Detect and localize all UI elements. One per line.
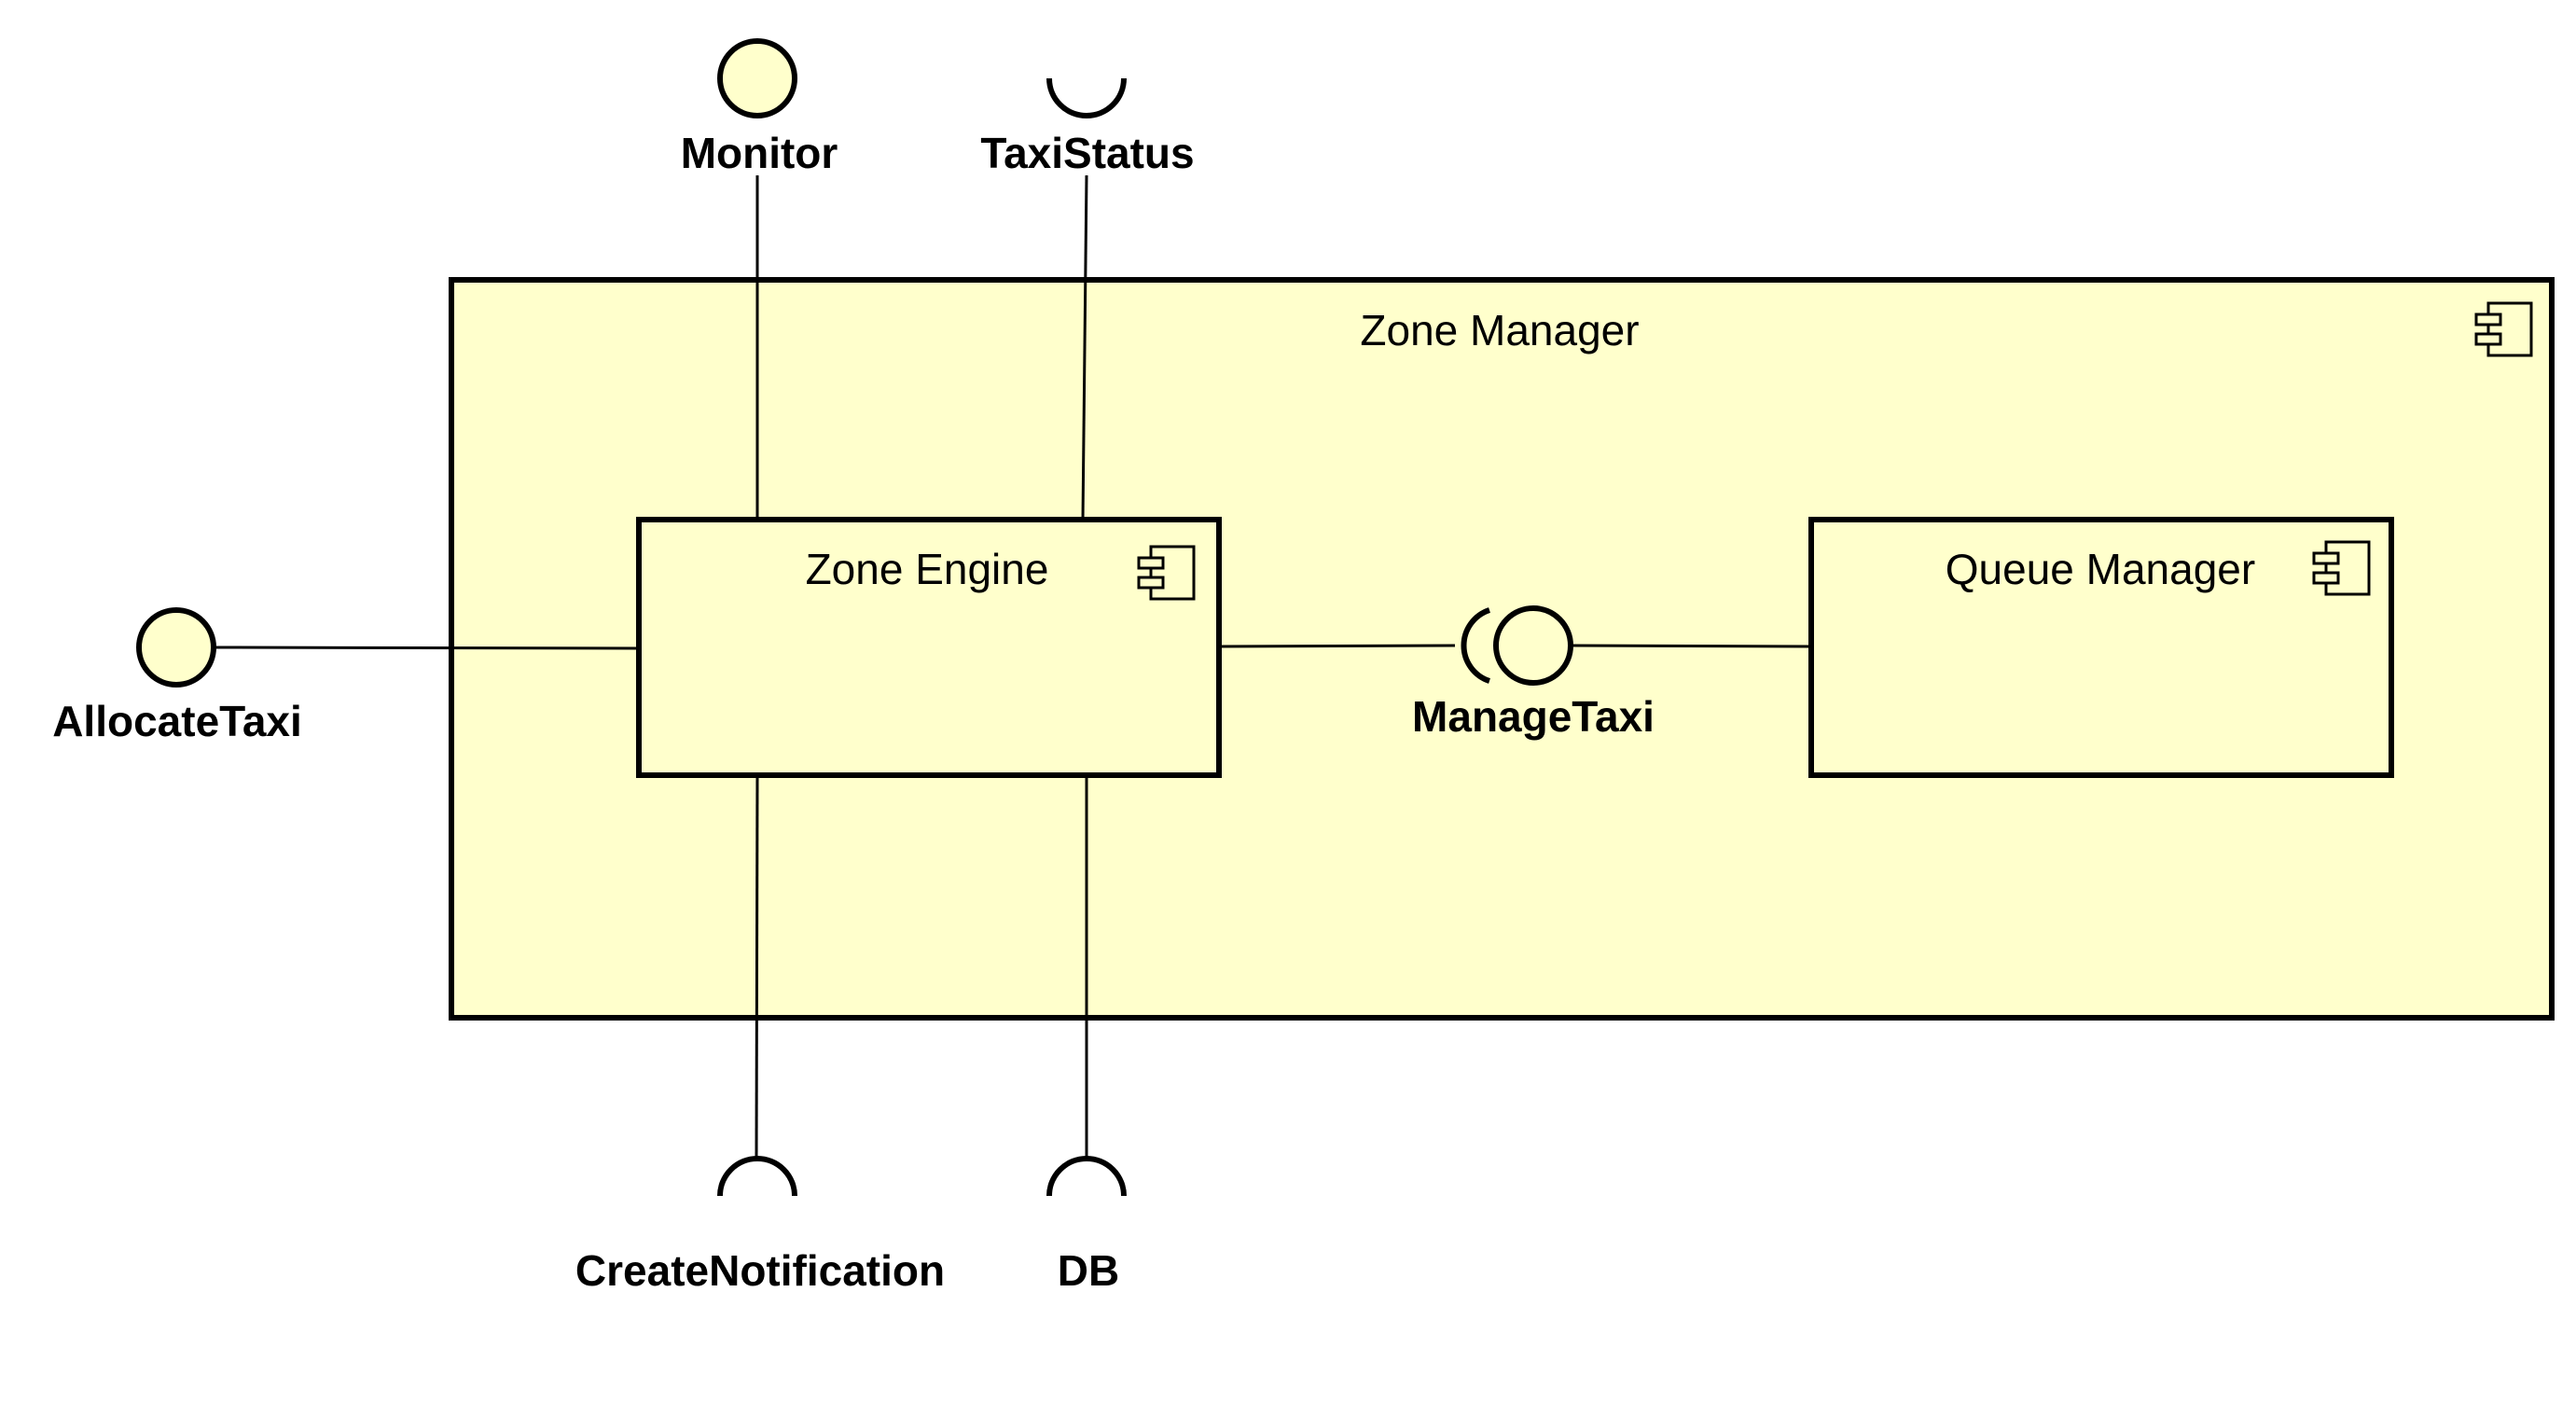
zone-engine-title: Zone Engine bbox=[806, 545, 1049, 593]
taxi-status-interface[interactable]: TaxiStatus bbox=[980, 77, 1195, 177]
db-socket-icon[interactable] bbox=[1046, 1156, 1127, 1197]
connectors bbox=[214, 174, 1812, 1160]
create-notification-label: CreateNotification bbox=[575, 1246, 945, 1295]
queue-manager-component-icon bbox=[2312, 540, 2371, 596]
taxi-status-label: TaxiStatus bbox=[980, 129, 1194, 177]
create-notification-socket-icon[interactable] bbox=[717, 1156, 797, 1197]
taxi-status-socket-icon[interactable] bbox=[1046, 77, 1127, 118]
monitor-lollipop-icon[interactable] bbox=[717, 38, 797, 118]
zone-engine-component[interactable]: Zone Engine bbox=[636, 517, 1222, 778]
allocate-taxi-lollipop-icon[interactable] bbox=[136, 607, 216, 688]
create-notification-wire bbox=[755, 774, 759, 1160]
manage-taxi-interface[interactable]: ManageTaxi bbox=[1412, 605, 1655, 741]
create-notification-interface[interactable]: CreateNotification bbox=[575, 1156, 945, 1295]
monitor-label: Monitor bbox=[681, 129, 838, 177]
manage-taxi-label: ManageTaxi bbox=[1412, 692, 1655, 741]
allocate-taxi-wire bbox=[214, 646, 640, 650]
allocate-taxi-label: AllocateTaxi bbox=[52, 697, 302, 745]
queue-manager-box[interactable] bbox=[1808, 517, 2394, 778]
monitor-interface[interactable]: Monitor bbox=[681, 38, 838, 177]
manage-taxi-socket-icon[interactable] bbox=[1461, 607, 1491, 684]
zone-manager-title: Zone Manager bbox=[1360, 306, 1639, 354]
allocate-taxi-interface[interactable]: AllocateTaxi bbox=[52, 607, 302, 745]
zone-manager-component-icon bbox=[2474, 301, 2533, 357]
queue-manager-component[interactable]: Queue Manager bbox=[1808, 517, 2394, 778]
taxi-status-wire bbox=[1081, 174, 1088, 521]
db-interface[interactable]: DB bbox=[1046, 1156, 1127, 1295]
manage-taxi-lollipop-icon[interactable] bbox=[1493, 605, 1573, 686]
queue-manager-title: Queue Manager bbox=[1946, 545, 2255, 593]
db-label: DB bbox=[1058, 1246, 1119, 1295]
zone-engine-box[interactable] bbox=[636, 517, 1222, 778]
zone-engine-component-icon bbox=[1137, 545, 1196, 601]
